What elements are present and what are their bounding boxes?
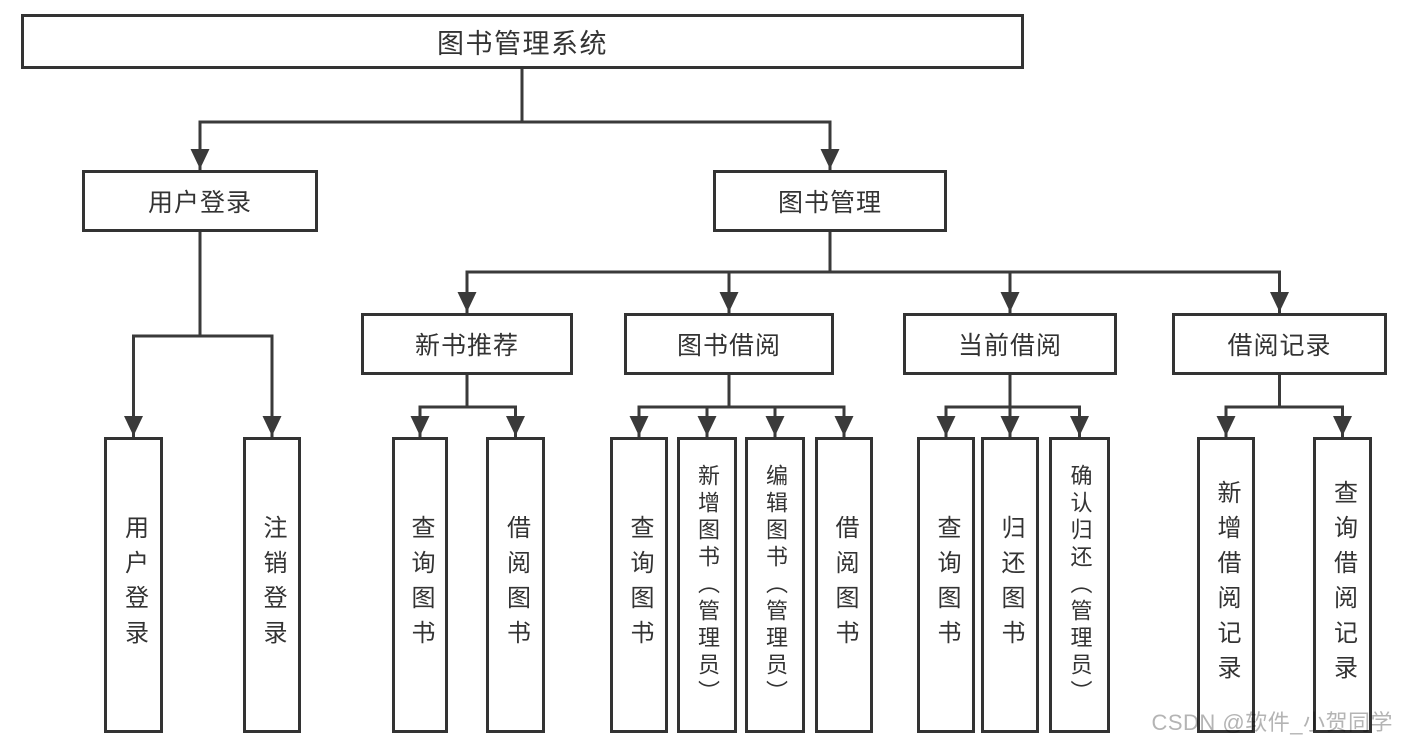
leaf-label: 借阅图书: [831, 515, 858, 655]
leaf-label: 确认归还（管理员）: [1067, 463, 1093, 707]
node-label: 借阅记录: [1227, 332, 1332, 360]
leaf-add-borrow-record: 新增借阅记录: [1197, 437, 1255, 733]
node-label: 新书推荐: [414, 332, 519, 360]
node-label: 图书管理: [777, 189, 882, 217]
leaf-label: 注销登录: [259, 515, 286, 655]
leaf-borrow-books: 借阅图书: [815, 437, 873, 733]
node-label: 当前借阅: [957, 332, 1062, 360]
leaf-label: 查询图书: [407, 515, 434, 655]
leaf-label: 新增借阅记录: [1213, 480, 1240, 690]
leaf-label: 查询借阅记录: [1329, 480, 1357, 690]
leaf-return-books: 归还图书: [981, 437, 1039, 733]
leaf-query-books-recommend: 查询图书: [392, 437, 448, 733]
node-current-borrowing: 当前借阅: [903, 313, 1117, 375]
node-borrowing-records: 借阅记录: [1172, 313, 1387, 375]
leaf-add-book-admin: 新增图书（管理员）: [677, 437, 737, 733]
leaf-label: 归还图书: [997, 515, 1024, 655]
leaf-label: 借阅图书: [502, 515, 530, 655]
node-book-management: 图书管理: [713, 170, 947, 232]
node-label: 图书借阅: [676, 332, 781, 360]
node-label: 用户登录: [147, 189, 252, 217]
node-library-management-system: 图书管理系统: [21, 14, 1024, 69]
leaf-query-books-current: 查询图书: [917, 437, 975, 733]
leaf-label: 查询图书: [626, 515, 653, 655]
node-book-borrowing: 图书借阅: [624, 313, 834, 375]
leaf-confirm-return-admin: 确认归还（管理员）: [1049, 437, 1110, 733]
leaf-edit-book-admin: 编辑图书（管理员）: [745, 437, 805, 733]
node-label: 图书管理系统: [437, 29, 608, 59]
leaf-borrow-books-recommend: 借阅图书: [486, 437, 545, 733]
leaf-query-borrow-record: 查询借阅记录: [1313, 437, 1372, 733]
leaf-label: 查询图书: [933, 515, 960, 655]
node-user-login: 用户登录: [82, 170, 318, 232]
leaf-label: 新增图书（管理员）: [695, 463, 720, 707]
leaf-query-books-borrow: 查询图书: [610, 437, 668, 733]
leaf-logout: 注销登录: [243, 437, 301, 733]
node-new-book-recommendation: 新书推荐: [361, 313, 573, 375]
leaf-user-login: 用户登录: [104, 437, 163, 733]
leaf-label: 用户登录: [120, 515, 148, 655]
leaf-label: 编辑图书（管理员）: [763, 463, 788, 707]
watermark-text: CSDN @软件_小贺同学: [1151, 710, 1393, 735]
tree-edge-lines: [132, 67, 1344, 409]
